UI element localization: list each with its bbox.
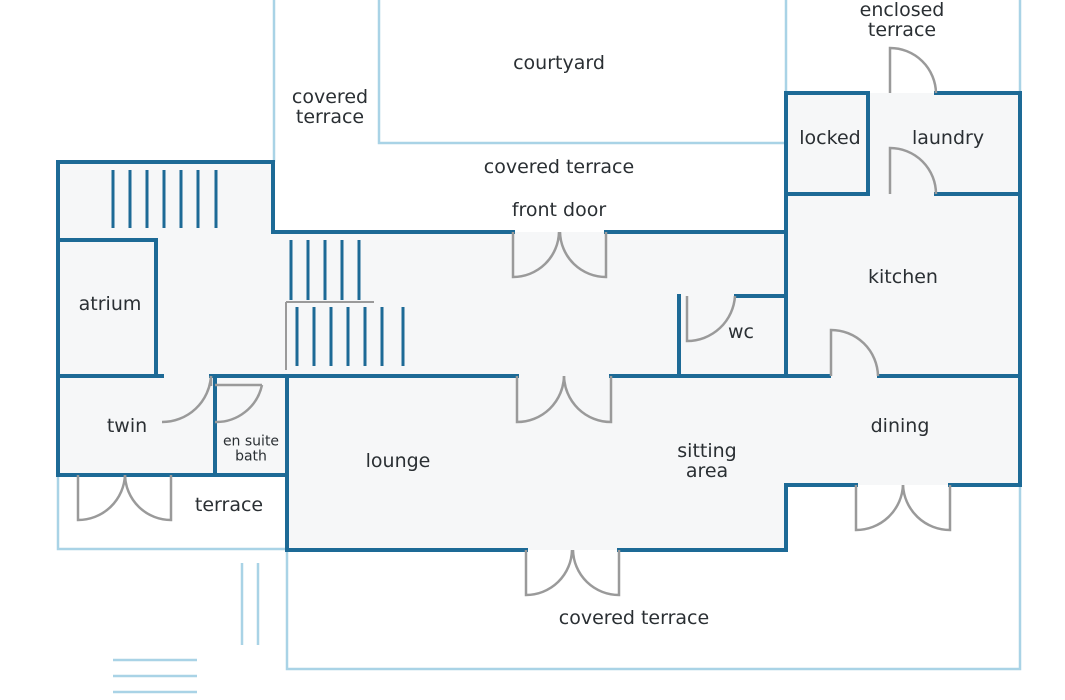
label-lounge: lounge <box>365 450 431 473</box>
label-laundry: laundry <box>911 127 985 150</box>
label-courtyard: courtyard <box>513 52 605 75</box>
staircase <box>111 170 405 366</box>
label-locked: locked <box>799 127 861 150</box>
label-enclosed-terrace: enclosed terrace <box>859 0 945 41</box>
label-covered-terrace-top: covered terrace <box>483 156 635 179</box>
label-en-suite-bath: en suite bath <box>222 433 280 464</box>
doors <box>76 46 952 597</box>
label-wc: wc <box>728 321 754 344</box>
label-atrium: atrium <box>78 293 142 316</box>
label-terrace: terrace <box>194 494 264 517</box>
label-kitchen: kitchen <box>868 266 938 289</box>
floor-fill <box>58 93 1020 550</box>
walls <box>56 91 1022 552</box>
label-twin: twin <box>106 415 148 438</box>
label-dining: dining <box>870 415 930 438</box>
label-front-door: front door <box>511 199 607 222</box>
label-covered-terrace-bottom: covered terrace <box>558 607 710 630</box>
stair-landing <box>285 301 374 370</box>
terrace-outline <box>56 0 1022 694</box>
label-covered-terrace-left: covered terrace <box>291 86 369 128</box>
front-door-swing <box>511 231 561 279</box>
label-sitting-area: sitting area <box>677 440 737 482</box>
